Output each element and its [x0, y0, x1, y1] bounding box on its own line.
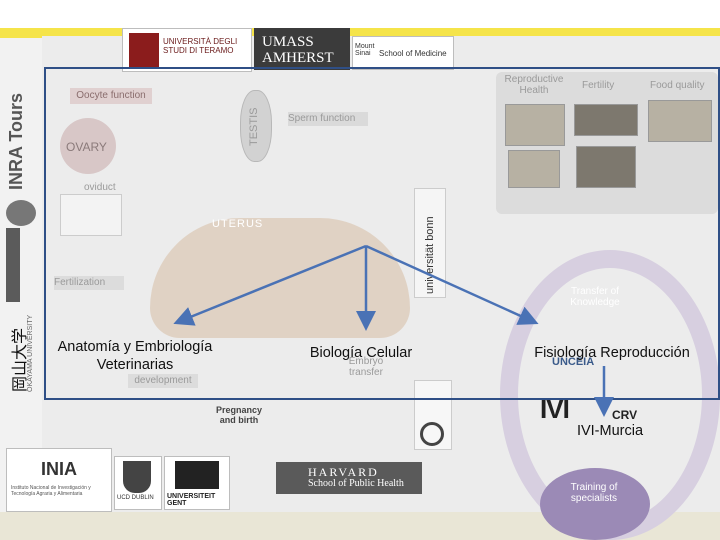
ivi-murcia-label: IVI-Murcia [562, 422, 658, 440]
anatomia-label: Anatomía y Embriología Veterinarias [44, 338, 226, 374]
fisiologia-label: Fisiología Reproducción [522, 344, 702, 362]
arrow-to-anatomia [178, 246, 366, 322]
biologia-label: Biología Celular [296, 344, 426, 362]
arrow-to-fisiologia [366, 246, 534, 322]
